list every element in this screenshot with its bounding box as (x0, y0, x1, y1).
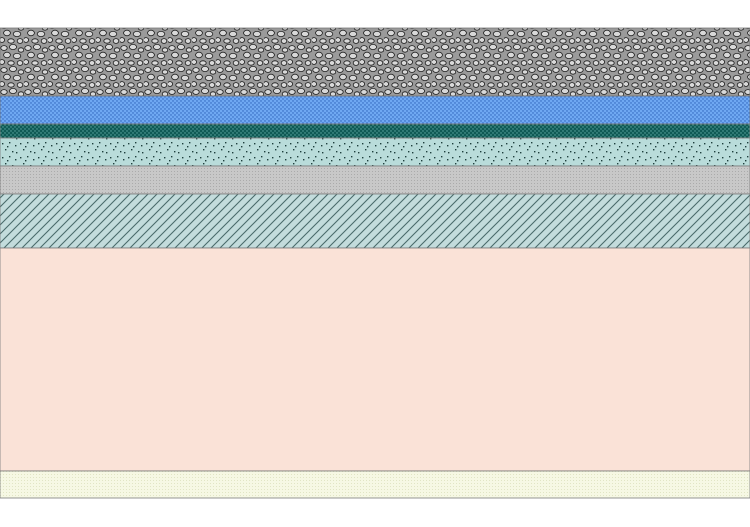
layer-blue-dotted (0, 95, 750, 125)
layer-dark-teal-dotted (0, 123, 750, 139)
layer-light-teal-speckled (0, 137, 750, 167)
layer-gravel (0, 27, 750, 97)
layer-cream-fine-texture (0, 470, 750, 499)
layer-peach-fill (0, 247, 750, 472)
layer-gray-fine-texture (0, 165, 750, 195)
layer-teal-hatched (0, 193, 750, 249)
layer-stack (0, 27, 750, 499)
